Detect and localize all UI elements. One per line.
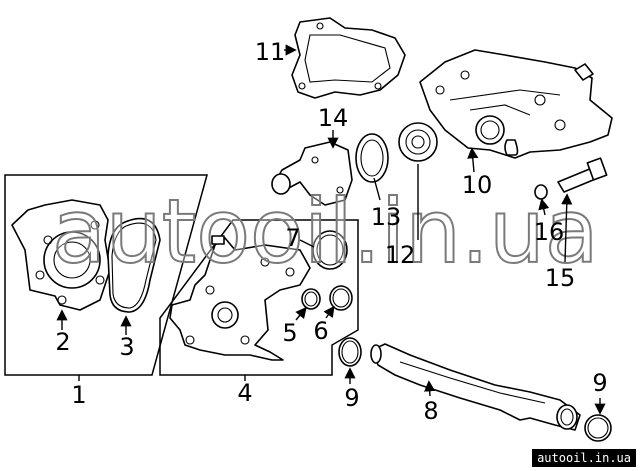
- part-15-temp-sensor[interactable]: [557, 157, 608, 193]
- part-5-oring[interactable]: [301, 288, 321, 310]
- part-3-pump-gasket[interactable]: [107, 217, 161, 313]
- callout-16: 16: [534, 218, 565, 246]
- callout-15: 15: [545, 264, 576, 292]
- callout-1: 1: [71, 381, 86, 409]
- group-box-4: [159, 219, 359, 376]
- callout-9-right: 9: [592, 369, 607, 397]
- part-9-oring-left[interactable]: [338, 337, 362, 367]
- part-6-oring[interactable]: [329, 285, 353, 311]
- watermark-badge: autooil.in.ua: [532, 449, 636, 467]
- leader-lines: [56, 44, 606, 415]
- group-box-1: [4, 174, 208, 376]
- part-13-seal[interactable]: [355, 133, 389, 183]
- part-12-thermostat[interactable]: [398, 122, 438, 162]
- part-8-coolant-pipe[interactable]: [370, 343, 581, 431]
- part-11-gasket[interactable]: [291, 17, 406, 99]
- callout-9-left: 9: [344, 384, 359, 412]
- watermark: autooil.in.ua: [52, 180, 599, 283]
- part-14-water-outlet[interactable]: [271, 141, 353, 206]
- callout-6: 6: [313, 317, 328, 345]
- callout-3: 3: [119, 333, 134, 361]
- callout-8: 8: [423, 397, 438, 425]
- callout-10: 10: [462, 171, 493, 199]
- part-2-water-pump[interactable]: [11, 199, 111, 311]
- part-4-housing[interactable]: [169, 235, 311, 361]
- callout-12: 12: [385, 241, 416, 269]
- part-7-oring[interactable]: [312, 230, 348, 270]
- callout-5: 5: [282, 319, 297, 347]
- callout-2: 2: [55, 328, 70, 356]
- callout-13: 13: [371, 203, 402, 231]
- callout-labels: 11 14 13 12 10 16 15 7 2 3 1 4 5 6 9 8 9: [55, 38, 607, 425]
- callout-11: 11: [255, 38, 286, 66]
- callout-4: 4: [237, 379, 252, 407]
- part-10-thermostat-housing[interactable]: [419, 49, 613, 159]
- callout-14: 14: [318, 104, 349, 132]
- part-9-oring-right[interactable]: [584, 414, 612, 442]
- callout-7: 7: [285, 224, 300, 252]
